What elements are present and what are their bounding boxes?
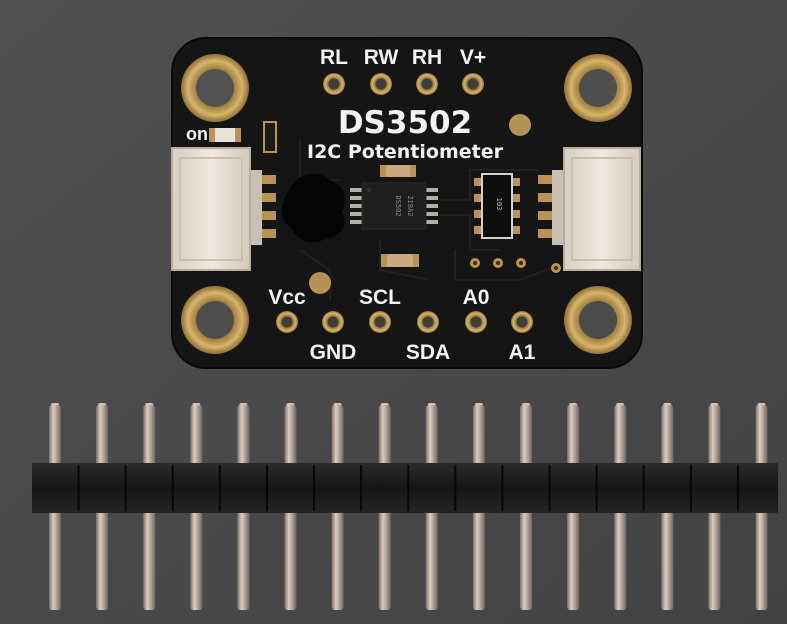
pin-label-vcc: Vcc [268, 286, 306, 309]
mounting-hole-bottom-left [181, 286, 249, 354]
black-blob [282, 174, 345, 243]
smd-resistor-top [263, 121, 277, 153]
pin-label-vplus: V+ [460, 46, 486, 69]
ds3502-chip: DS502 2IBA2 [350, 182, 438, 230]
pin-label-rh: RH [412, 46, 442, 69]
resistor-network: 103 [474, 173, 520, 239]
test-pad-bottom [309, 272, 331, 294]
pin-label-rw: RW [364, 46, 399, 69]
smd-capacitor-top [380, 165, 416, 177]
stemma-qt-connector-right [538, 147, 641, 271]
pin-label-rl: RL [320, 46, 348, 69]
test-pad [509, 114, 531, 136]
vias [470, 258, 561, 273]
mounting-hole-bottom-right [564, 286, 632, 354]
chip-marking-line1: DS502 [394, 195, 402, 216]
board-subtitle: I2C Potentiometer [307, 141, 504, 163]
power-led [209, 128, 241, 142]
bottom-pin-pads [276, 311, 533, 333]
pin-label-a0: A0 [463, 286, 490, 309]
top-pin-pads [323, 73, 484, 95]
board-title: DS3502 [338, 105, 472, 141]
smd-capacitor-bottom [381, 254, 419, 267]
pin-label-gnd: GND [310, 341, 357, 364]
led-label: on [186, 124, 208, 144]
mounting-hole-top-left [181, 54, 249, 122]
mounting-hole-top-right [564, 54, 632, 122]
pin-header [32, 403, 778, 610]
header-plastic [32, 463, 778, 513]
chip-marking-line2: 2IBA2 [406, 195, 414, 216]
pin-label-a1: A1 [509, 341, 536, 364]
stemma-qt-connector-left [171, 147, 276, 271]
resistor-network-marking: 103 [495, 198, 503, 211]
pin-label-scl: SCL [359, 286, 401, 309]
pin-label-sda: SDA [406, 341, 450, 364]
